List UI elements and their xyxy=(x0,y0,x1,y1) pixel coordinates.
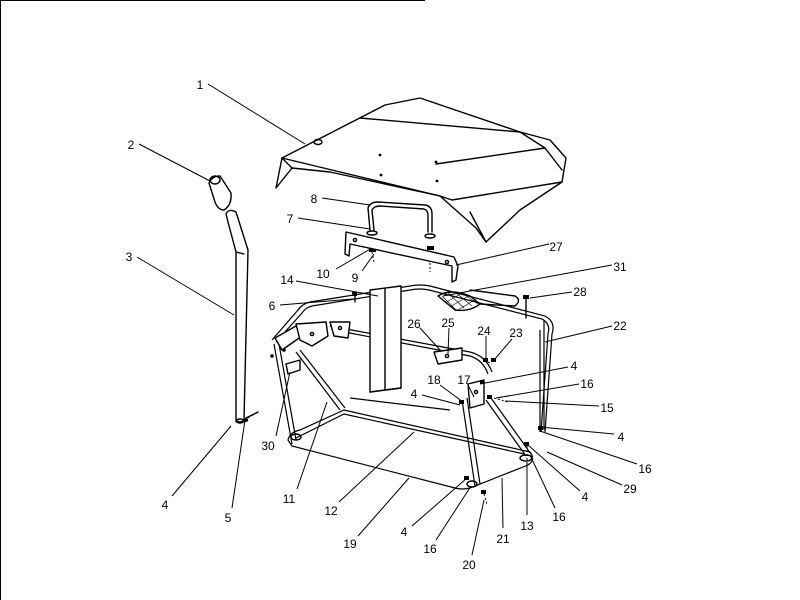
callout-label: 14 xyxy=(280,273,294,287)
leader-line xyxy=(527,444,581,492)
callout-label: 13 xyxy=(520,519,534,533)
callout-label: 7 xyxy=(287,212,294,226)
callout-label: 19 xyxy=(343,537,357,551)
callout-label: 4 xyxy=(411,387,418,401)
leader-line xyxy=(467,384,475,398)
callout-label: 15 xyxy=(600,401,614,415)
leader-line xyxy=(504,400,600,407)
screw-23-24 xyxy=(483,358,496,365)
cross-bracket xyxy=(344,231,459,283)
callout-label: 4 xyxy=(162,498,169,512)
leader-line xyxy=(231,419,246,509)
leader-line xyxy=(529,454,556,509)
hand-grip xyxy=(208,175,232,211)
callout-label: 24 xyxy=(477,324,491,338)
leader-line xyxy=(539,426,615,435)
callout-label: 25 xyxy=(441,316,455,330)
front-brackets xyxy=(270,321,351,375)
callout-label: 4 xyxy=(618,430,625,444)
leader-line xyxy=(297,217,371,230)
cover-hood xyxy=(275,97,567,243)
callout-label: 6 xyxy=(269,299,276,313)
callout-label: 31 xyxy=(613,260,627,274)
callout-label: 27 xyxy=(549,240,563,254)
leader-line xyxy=(321,197,371,206)
u-handle xyxy=(367,201,433,233)
leader-line xyxy=(529,291,573,299)
callout-label: 20 xyxy=(462,558,476,572)
leader-line xyxy=(471,499,485,556)
callout-label: 17 xyxy=(457,373,471,387)
leader-line xyxy=(501,477,504,529)
leader-line xyxy=(455,243,550,266)
callout-label: 10 xyxy=(316,267,330,281)
leader-line xyxy=(171,425,232,497)
leader-line xyxy=(435,485,472,541)
leader-line xyxy=(207,83,306,145)
leader-line xyxy=(442,264,613,297)
leader-line xyxy=(279,298,354,306)
callout-label: 28 xyxy=(573,285,587,299)
leader-line xyxy=(495,383,580,399)
leader-line xyxy=(361,253,375,272)
leader-line xyxy=(421,394,461,406)
mesh-screen xyxy=(437,289,520,312)
callout-label: 4 xyxy=(401,525,408,539)
leader-line xyxy=(539,430,638,465)
leader-line xyxy=(544,325,613,343)
leader-line xyxy=(338,431,415,503)
callout-label: 8 xyxy=(311,192,318,206)
callout-label: 4 xyxy=(571,359,578,373)
callout-label: 21 xyxy=(496,532,510,546)
center-panel xyxy=(369,285,402,393)
leader-line xyxy=(447,327,450,355)
rear-bracket xyxy=(433,347,463,365)
callout-label: 1 xyxy=(197,78,204,92)
callout-label: 12 xyxy=(324,504,338,518)
leader-line xyxy=(493,338,513,361)
leader-line xyxy=(439,384,464,403)
callout-label: 16 xyxy=(423,542,437,556)
leader-line xyxy=(295,280,379,297)
callout-label: 16 xyxy=(638,462,652,476)
callout-label: 30 xyxy=(261,439,275,453)
callout-label: 4 xyxy=(582,490,589,504)
leader-line xyxy=(136,256,235,316)
leader-line xyxy=(335,247,373,270)
leader-line xyxy=(275,371,291,437)
leader-line xyxy=(296,401,328,490)
sheet-border xyxy=(0,0,425,600)
bottom-hardware xyxy=(464,426,543,505)
callout-label: 22 xyxy=(613,319,627,333)
callout-label: 2 xyxy=(128,138,135,152)
callout-label: 11 xyxy=(283,492,296,506)
callout-label: 26 xyxy=(407,317,421,331)
handle-bolt xyxy=(244,411,259,422)
leader-line xyxy=(479,366,569,385)
pin-6 xyxy=(352,292,357,303)
callout-label: 23 xyxy=(509,326,523,340)
callout-label: 29 xyxy=(623,482,637,496)
callout-label: 16 xyxy=(580,377,594,391)
callout-label: 9 xyxy=(352,271,359,285)
callout-label: 16 xyxy=(552,510,566,524)
callout-label: 5 xyxy=(225,511,232,525)
leader-line xyxy=(357,477,410,537)
callout-label: 3 xyxy=(126,250,133,264)
leader-line xyxy=(419,327,442,352)
callout-label: 18 xyxy=(427,373,441,387)
leader-line xyxy=(138,143,211,182)
handle-tube xyxy=(225,209,249,424)
leader-line xyxy=(411,477,468,527)
leader-line xyxy=(546,451,623,486)
